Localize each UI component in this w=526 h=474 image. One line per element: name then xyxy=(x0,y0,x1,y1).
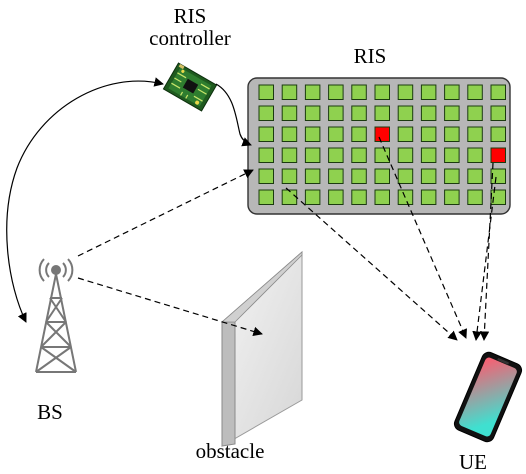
ris-element-to-ue-path-1 xyxy=(285,187,458,341)
ris-element xyxy=(467,105,483,121)
ris-element xyxy=(351,105,367,121)
ris-controller-board-icon xyxy=(162,62,218,112)
ris-element xyxy=(444,126,460,142)
ris-element xyxy=(328,168,344,184)
ris-element xyxy=(328,105,344,121)
ris-element xyxy=(397,147,414,163)
ris-element-to-ue-path-4 xyxy=(472,176,497,341)
ris-element xyxy=(420,126,437,142)
ris-element xyxy=(490,84,506,100)
ris-element xyxy=(351,168,367,184)
ris-element xyxy=(490,105,506,121)
ris-element xyxy=(328,126,344,142)
ris-element-grid xyxy=(258,84,506,205)
ris-element xyxy=(490,126,506,142)
ris-element xyxy=(444,168,460,184)
controller-to-ris-link xyxy=(215,83,252,147)
ris-element xyxy=(328,189,344,205)
controller-to-bs-link xyxy=(6,77,164,323)
ris-element-active xyxy=(490,147,506,163)
ris-element xyxy=(258,126,274,142)
ris-element xyxy=(304,105,321,121)
ris-element xyxy=(304,189,321,205)
ris-element xyxy=(281,168,298,184)
ris-element-to-ue-path-2 xyxy=(378,136,467,339)
ris-element xyxy=(304,84,321,100)
ris-element xyxy=(397,84,414,100)
ris-element xyxy=(397,168,414,184)
ris-element xyxy=(304,168,321,184)
ris-element xyxy=(444,105,460,121)
ris-element xyxy=(258,84,274,100)
ris-label: RIS xyxy=(353,44,387,68)
ris-element xyxy=(467,147,483,163)
ris-controller-label: RIS controller xyxy=(130,5,250,49)
ris-element xyxy=(374,147,390,163)
ris-element xyxy=(397,126,414,142)
ris-element xyxy=(374,168,390,184)
ris-panel xyxy=(247,77,511,215)
ris-element xyxy=(374,105,390,121)
ris-element xyxy=(351,147,367,163)
ris-element xyxy=(351,84,367,100)
ris-element xyxy=(281,84,298,100)
ris-element xyxy=(351,126,367,142)
ris-element xyxy=(420,105,437,121)
ue-label: UE xyxy=(459,450,487,474)
ris-element xyxy=(281,105,298,121)
ris-element xyxy=(467,168,483,184)
ris-element xyxy=(467,189,483,205)
ris-element xyxy=(304,147,321,163)
ris-element xyxy=(351,189,367,205)
base-station-tower-icon xyxy=(35,258,77,373)
ris-element xyxy=(258,168,274,184)
ris-element xyxy=(281,147,298,163)
ris-element xyxy=(490,168,506,184)
ris-element xyxy=(258,105,274,121)
ris-element xyxy=(304,126,321,142)
ris-element xyxy=(258,147,274,163)
ris-element xyxy=(420,147,437,163)
ris-element xyxy=(420,168,437,184)
obstacle-wall xyxy=(220,250,303,447)
ris-element xyxy=(444,147,460,163)
bs-label: BS xyxy=(37,400,63,424)
ris-element xyxy=(444,84,460,100)
ris-element xyxy=(258,189,274,205)
ris-element xyxy=(281,126,298,142)
bs-to-obstacle-path xyxy=(77,277,263,337)
ris-element xyxy=(397,105,414,121)
ris-element xyxy=(374,189,390,205)
ris-element xyxy=(420,84,437,100)
ris-element xyxy=(444,189,460,205)
ris-element xyxy=(328,147,344,163)
ris-element xyxy=(420,189,437,205)
ris-element xyxy=(374,84,390,100)
ris-element xyxy=(467,126,483,142)
signal-paths xyxy=(77,136,497,341)
smartphone-icon xyxy=(453,351,523,443)
ris-element xyxy=(467,84,483,100)
ris-controller-label-line-2: controller xyxy=(149,26,231,50)
bs-to-ris-path xyxy=(77,169,254,257)
ris-element-active xyxy=(374,126,390,142)
ris-controller-label-line-1: RIS xyxy=(173,4,207,28)
ris-element xyxy=(281,189,298,205)
obstacle-label: obstacle xyxy=(195,439,265,463)
ris-element xyxy=(328,84,344,100)
